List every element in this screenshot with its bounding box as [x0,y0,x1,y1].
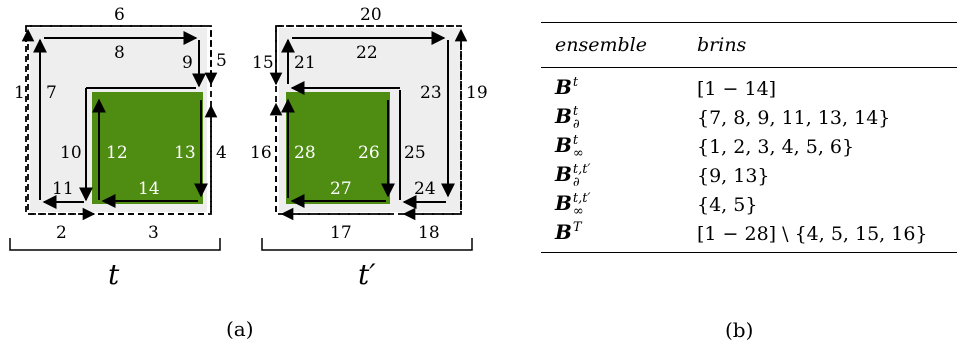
set-symbol: B [555,191,572,215]
edge-label-19: 19 [466,83,488,103]
bracket-tp [261,238,473,251]
edge-label-12: 12 [106,143,128,163]
table-bottom-rule [541,252,957,253]
face-tp-green-square [286,92,390,204]
edge-label-23: 23 [420,83,442,103]
header-ensemble: ensemble [555,34,647,56]
edge-label-8: 8 [114,43,125,63]
edge-label-11: 11 [52,179,74,199]
face-label-tp: t′ [358,258,376,291]
set-subscript [573,89,578,102]
bracket-t [9,238,221,251]
table-top-rule [541,22,957,23]
set-superscript: t,t′ [572,162,591,177]
table-header-row: ensemble brins [541,23,957,67]
edge-label-3: 3 [148,223,159,243]
brins-cell: {7, 8, 9, 11, 13, 14} [697,106,891,129]
brins-cell: {4, 5} [697,193,758,216]
edge-label-20: 20 [360,5,382,25]
face-label-t: t [108,258,120,291]
set-superscript: t [572,75,579,90]
caption-a: (a) [226,317,254,341]
brins-cell: [1 − 28] \ {4, 5, 15, 16} [697,222,928,245]
edge-label-14: 14 [138,179,160,199]
edge-label-24: 24 [414,179,436,199]
map-diagram: 1 2 3 4 5 6 7 8 9 10 11 12 13 14 t [9,5,488,341]
edge-label-13: 13 [174,143,196,163]
edge-label-6: 6 [114,5,125,25]
set-superscript: t [572,133,579,148]
edge-label-15: 15 [252,53,274,73]
edge-label-16: 16 [250,143,272,163]
set-subscript [573,234,582,247]
set-symbol: B [555,162,572,186]
edge-label-28: 28 [294,143,316,163]
edge-labels-t: 1 2 3 4 5 6 7 8 9 10 11 12 13 14 [14,5,227,243]
face-t [21,25,218,221]
face-tp [269,25,468,221]
brins-cell: {1, 2, 3, 4, 5, 6} [697,135,855,158]
edge-label-27: 27 [330,179,352,199]
edge-label-2: 2 [56,223,67,243]
set-symbol: B [555,75,572,99]
brins-cell: [1 − 14] [697,77,777,100]
edge-label-1: 1 [14,83,25,103]
edge-label-9: 9 [182,53,193,73]
edge-label-10: 10 [60,143,82,163]
set-subscript: ∂ [572,117,580,132]
set-symbol: B [555,220,572,244]
edge-label-5: 5 [216,51,227,71]
caption-b: (b) [725,318,754,342]
set-superscript: T [572,220,582,235]
table-mid-rule [541,67,957,68]
header-brins: brins [697,34,747,56]
face-t-dashed-border [25,25,212,215]
edge-label-17: 17 [330,223,352,243]
edge-label-22: 22 [356,43,378,63]
set-subscript: ∞ [572,204,584,219]
set-superscript: t,t′ [572,191,591,206]
set-symbol: B [555,133,572,157]
edge-label-4: 4 [216,143,227,163]
edge-label-21: 21 [294,53,316,73]
edge-label-7: 7 [46,83,57,103]
set-superscript: t [572,104,579,119]
edge-label-18: 18 [418,223,440,243]
brins-cell: {9, 13} [697,164,770,187]
set-symbol: B [555,104,572,128]
edge-label-26: 26 [358,143,380,163]
set-subscript: ∞ [572,146,584,161]
edge-labels-tp: 15 16 17 18 19 20 21 22 23 24 25 26 27 2… [250,5,488,243]
edge-label-25: 25 [404,143,426,163]
face-t-green-square [92,92,203,204]
set-subscript: ∂ [572,175,580,190]
